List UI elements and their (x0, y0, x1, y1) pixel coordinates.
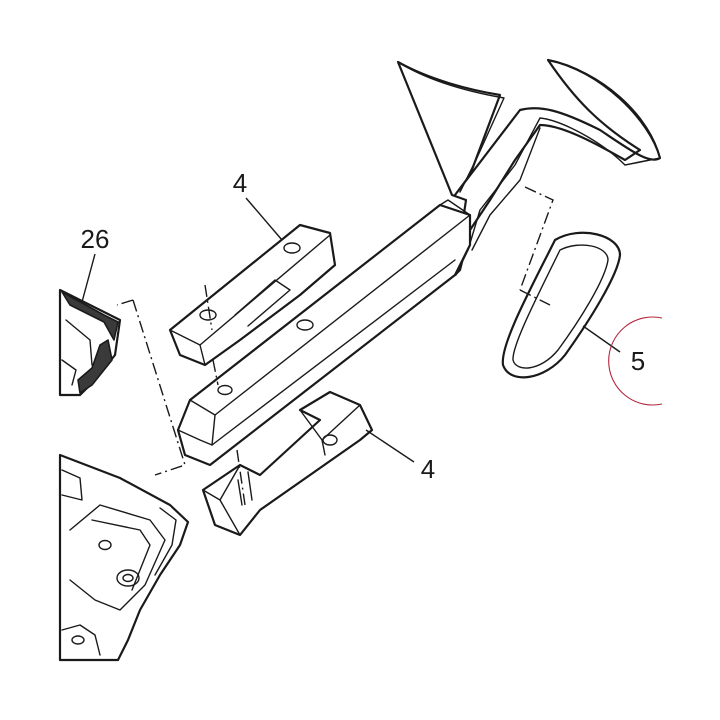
callout-4-lower: 4 (421, 454, 435, 484)
assembly-line-clip-upper (204, 284, 213, 331)
grip-insert-outer (501, 231, 622, 379)
grip-insert-inner (512, 244, 609, 369)
callout-4-upper: 4 (233, 168, 247, 198)
housing-hole-2-inner (122, 573, 134, 583)
assembly-line-26-top (116, 299, 134, 306)
handle-arm-edge-top (397, 61, 505, 193)
leader-4-lower (365, 429, 415, 463)
housing-hole-2 (116, 569, 140, 587)
bracket-26-edge (65, 319, 93, 366)
upper-clip-slot (234, 279, 291, 327)
callout-26: 26 (81, 224, 110, 254)
lower-clip-hole (322, 434, 338, 446)
upper-clip-front-edge (199, 344, 206, 366)
rail (176, 199, 472, 467)
lower-clip-ribs (237, 471, 253, 506)
assembly-line-grip-2 (519, 289, 551, 306)
highlight-circle-5 (608, 316, 663, 406)
assembly-lines (116, 186, 554, 506)
handle-arm-edge-inner (471, 127, 541, 251)
rail-hole-1 (296, 319, 314, 331)
lower-clip-inner-edge (321, 439, 326, 456)
assembly-line-clip-lower (236, 449, 246, 506)
housing-body (58, 453, 190, 662)
leader-4-upper (245, 197, 283, 241)
bracket-26-side-shade (77, 339, 113, 394)
lower-clip-front-edge (219, 499, 241, 536)
rail-collar-edge (439, 199, 471, 216)
leader-5 (582, 325, 621, 353)
bracket-26 (58, 288, 122, 397)
upper-clip (168, 223, 337, 367)
leader-26 (81, 253, 96, 303)
housing (58, 453, 190, 662)
housing-lower-edge (61, 624, 101, 656)
callout-5: 5 (631, 346, 645, 376)
assembly-line-grip-1 (519, 186, 554, 291)
housing-rim (69, 504, 166, 611)
housing-flange (154, 507, 177, 576)
housing-tab (61, 469, 83, 501)
lower-clip (201, 390, 374, 537)
upper-clip-hole-1 (199, 309, 217, 321)
housing-inner (91, 519, 151, 591)
housing-hole-3 (71, 635, 85, 645)
grip-insert (501, 231, 622, 379)
bracket-26-top-shade (61, 291, 119, 341)
upper-clip-hole-2 (283, 242, 301, 254)
rail-end-edge (177, 429, 213, 446)
handle-arm-edge-tip (624, 157, 661, 166)
bracket-26-edge-lower (61, 359, 77, 386)
rail-body (176, 203, 472, 467)
housing-hole-1 (98, 539, 112, 551)
assembly-line-clip-rail (212, 359, 219, 386)
leader-lines (81, 197, 621, 463)
rail-hole-2 (217, 384, 233, 396)
upper-clip-body (168, 223, 337, 367)
